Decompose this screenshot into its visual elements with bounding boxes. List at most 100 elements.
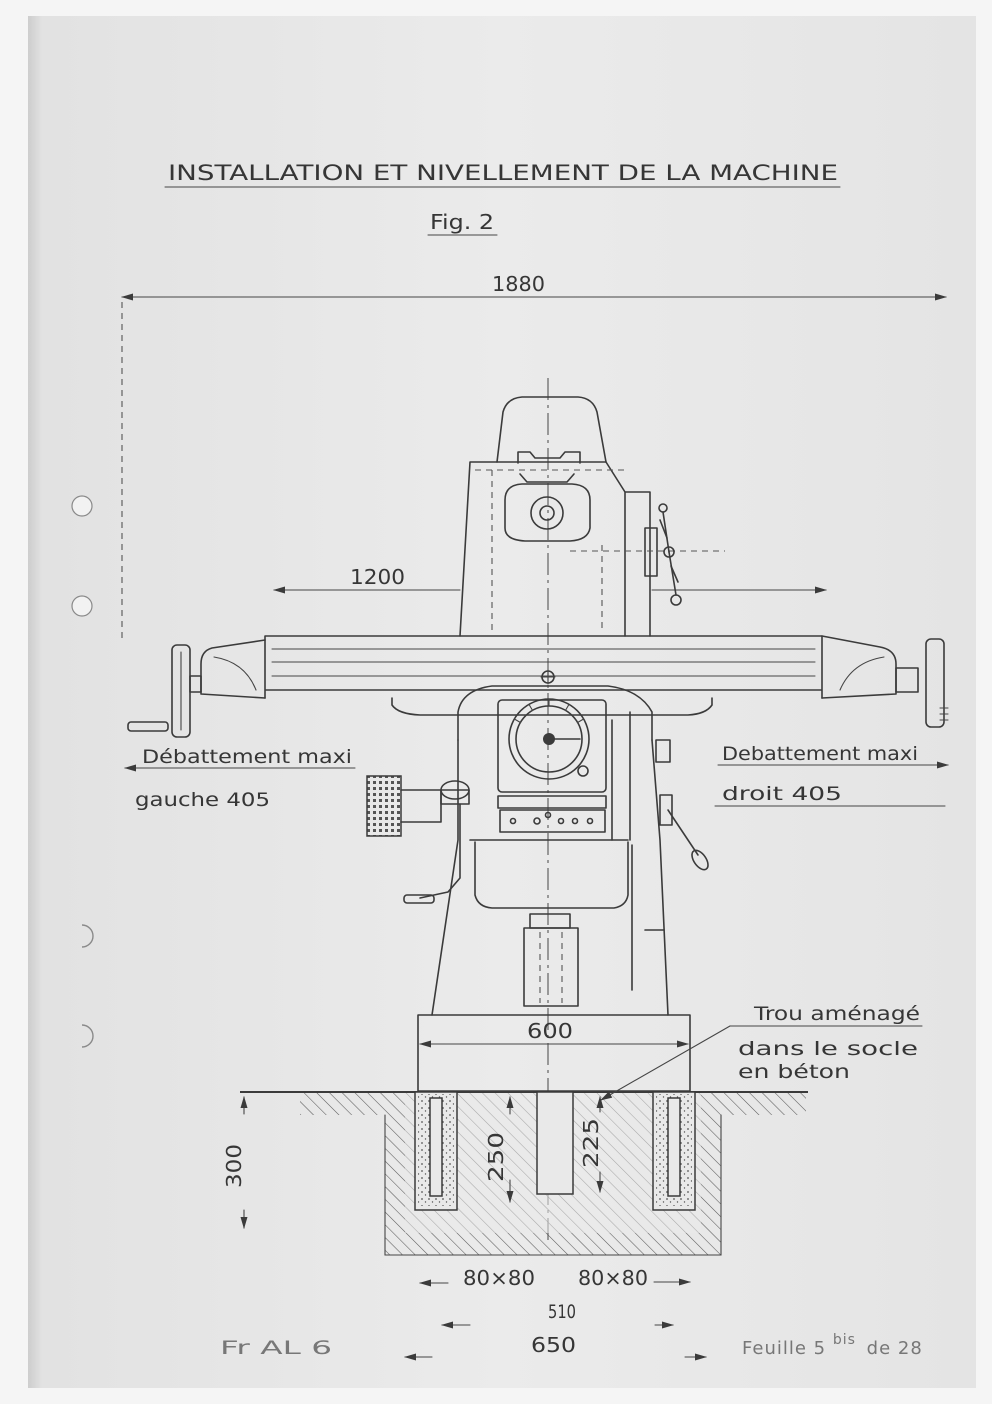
dimension-label: 1200 (350, 565, 405, 589)
depth-dimensions: 300 250 225 (222, 1096, 604, 1229)
left-travel-line2: gauche 405 (135, 789, 270, 811)
plate-hole (533, 817, 541, 825)
right-handwheel-marks (939, 707, 949, 721)
spindle-bore (539, 505, 555, 521)
right-handwheel (925, 638, 945, 728)
knee-slot-plate (499, 809, 606, 833)
concrete-foundation (240, 1091, 808, 1256)
slot-plate-holes (509, 811, 594, 825)
motor-body (366, 775, 402, 837)
handwheel-lever (659, 519, 679, 583)
left-crank-handle (127, 721, 169, 732)
table-left-bracket (200, 639, 266, 699)
right-levers (655, 739, 709, 871)
table-right-bearing (895, 667, 919, 693)
handwheel-hub (644, 527, 658, 577)
spindle-housing (504, 483, 591, 542)
left-pit-size-label: 80×80 (463, 1266, 535, 1290)
base-dimension-label: 600 (527, 1019, 573, 1043)
column-body (459, 461, 651, 637)
pit-spacing-label: 510 (548, 1301, 576, 1323)
sheet-number: Feuille 5 bis de 28 (742, 1328, 923, 1359)
bottom-dimensions: 80×80 80×80 510 650 (404, 1266, 707, 1361)
column-head (496, 396, 607, 463)
crank-hub (440, 780, 470, 800)
foundation-depth-label: 300 (222, 1144, 246, 1188)
spindle (530, 496, 564, 530)
footer: Fr AL 6 Feuille 5 bis de 28 (220, 1328, 923, 1359)
left-travel-note: Débattement maxi gauche 405 (124, 746, 356, 811)
hole-note-line1: Trou aménagé (753, 1003, 920, 1025)
punch-hole (71, 595, 93, 617)
center-pit-depth-label: 225 (579, 1118, 603, 1168)
overall-dimension: 1880 (121, 272, 947, 640)
left-anchor-bolt (429, 1097, 443, 1197)
left-travel-line1: Débattement maxi (142, 746, 352, 768)
hole-note-leader (600, 1025, 731, 1101)
sheet-number-main: Feuille 5 (742, 1338, 826, 1359)
handwheel-spoke (668, 551, 677, 596)
punch-hole (81, 924, 94, 948)
feed-dial-knob (577, 765, 589, 777)
column-handwheel (570, 503, 725, 606)
hole-note-line2: dans le socle (738, 1038, 918, 1060)
hole-note-line3: en béton (738, 1061, 850, 1083)
crank-housing (440, 789, 470, 805)
lever-block (655, 739, 671, 763)
dimension-label: 1880 (492, 272, 545, 296)
knee-side-lines (611, 711, 631, 841)
header: INSTALLATION ET NIVELLEMENT DE LA MACHIN… (164, 161, 841, 236)
punch-hole (71, 495, 93, 517)
crank-arm (419, 803, 461, 899)
plate-hole (571, 817, 579, 825)
column-lower-left-edge (431, 739, 459, 1016)
table-body (264, 635, 823, 699)
plate-hole (557, 817, 565, 825)
elevating-screw (523, 913, 579, 1007)
foundation-outline (384, 1114, 722, 1256)
foundation-width-label: 650 (531, 1333, 576, 1357)
ground-hatch-left (300, 1093, 385, 1115)
drawing-reference: Fr AL 6 (220, 1337, 332, 1359)
oil-knob-cross (540, 669, 556, 685)
handwheel-knob (670, 594, 682, 606)
saddle (391, 697, 713, 716)
column-gearbox-side (631, 844, 665, 991)
table-span-dimension: 1200 (273, 565, 827, 594)
table-right-bracket (821, 635, 897, 699)
knee-top (457, 685, 653, 741)
column-lower-right-edge (651, 739, 669, 1016)
saddle-and-knee (391, 669, 713, 1016)
right-travel-note: Debattement maxi droit 405 (714, 743, 949, 807)
drawing-title: INSTALLATION ET NIVELLEMENT DE LA MACHIN… (168, 161, 838, 185)
side-pit-depth-label: 250 (484, 1132, 508, 1182)
left-handwheel (171, 644, 191, 738)
sheet-number-superscript: bis (833, 1332, 856, 1348)
lever-arm (667, 809, 699, 856)
center-pit (536, 1091, 574, 1195)
right-anchor-bolt (667, 1097, 681, 1197)
feed-motor (366, 775, 470, 904)
sheet-number-total: de 28 (867, 1338, 923, 1359)
machine-table (127, 635, 949, 738)
anchor-hole-note: Trou aménagé dans le socle en béton (600, 1003, 923, 1101)
table-right-bracket-web (839, 656, 885, 691)
knee-lower-box (474, 841, 629, 909)
knee-band (497, 795, 607, 809)
punch-hole (81, 1024, 94, 1048)
crank-handle (403, 894, 435, 904)
knee-front-panel (497, 699, 607, 793)
spindle-slot (519, 473, 575, 483)
screw-housing (523, 927, 579, 1007)
right-pit-size-label: 80×80 (578, 1266, 648, 1290)
machine-base: 600 (417, 1014, 691, 1092)
table-left-bracket-web (213, 656, 257, 691)
plate-hole (586, 817, 594, 825)
head-dovetail (517, 451, 581, 464)
machine-column (459, 396, 651, 637)
lever-handle (691, 849, 709, 871)
plate-hole (509, 817, 517, 825)
feed-dial-ticks (513, 698, 585, 724)
handwheel-spoke (662, 511, 670, 553)
